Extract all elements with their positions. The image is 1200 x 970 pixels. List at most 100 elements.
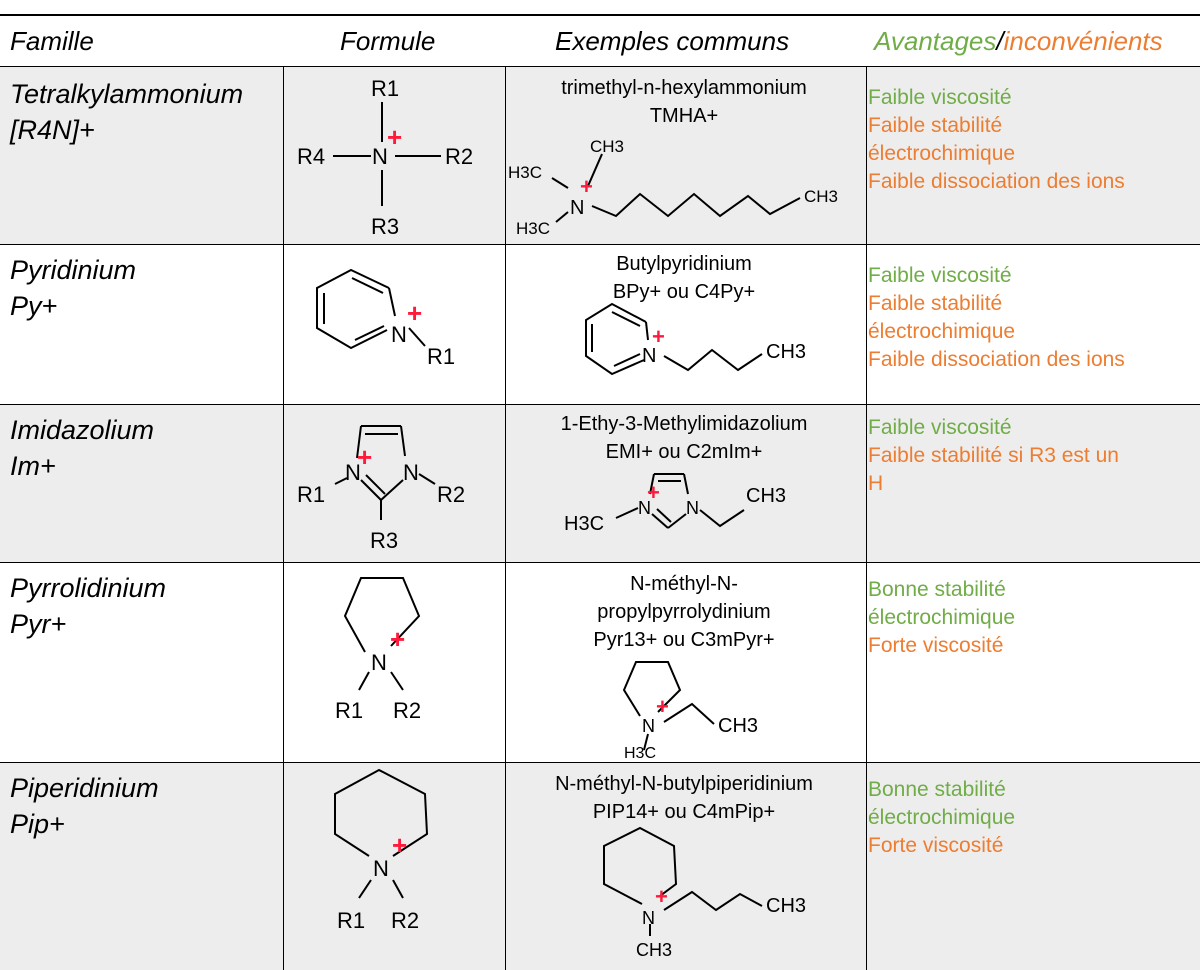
advantage-item: Faible viscosité	[868, 86, 1012, 109]
disadvantage-item: Faible dissociation des ions	[868, 170, 1125, 193]
charge-plus: +	[392, 830, 407, 860]
label-h3c: H3C	[508, 163, 542, 182]
label-ch3: CH3	[718, 715, 758, 737]
example-line: 1-Ethy-3-Methylimidazolium	[560, 413, 808, 435]
charge-plus: +	[656, 694, 669, 719]
label-ch3: CH3	[804, 187, 838, 206]
advantage-item: Faible viscosité	[868, 264, 1012, 287]
family-formula: [R4N]+	[10, 115, 95, 145]
disadvantage-item: électrochimique	[868, 320, 1016, 343]
label-n: N	[642, 345, 656, 367]
advantage-item: Bonne stabilité	[868, 778, 1006, 801]
imidazolium-structure: N + N R1 R2 R3	[297, 425, 465, 553]
label-r2: R2	[445, 144, 473, 169]
charge-plus: +	[647, 480, 660, 505]
example-line: EMI+ ou C2mIm+	[605, 441, 763, 463]
example-line: TMHA+	[649, 105, 719, 127]
family-formula: Im+	[10, 451, 56, 481]
advantages-cell: Bonne stabilité électrochimique Forte vi…	[868, 776, 1198, 860]
example-line: trimethyl-n-hexylammonium	[561, 77, 807, 99]
advantage-item: électrochimique	[868, 806, 1016, 829]
example-line: Pyr13+ ou C3mPyr+	[593, 629, 775, 651]
example-line: Butylpyridinium	[616, 253, 752, 275]
disadvantage-item: H	[868, 472, 884, 495]
header-avantages: Avantages	[874, 26, 997, 56]
charge-plus: +	[390, 624, 405, 654]
label-r1: R1	[297, 482, 325, 507]
family-cell: Piperidinium Pip+	[10, 770, 159, 842]
label-r3: R3	[371, 214, 399, 239]
label-r1: R1	[427, 344, 455, 369]
row-divider	[0, 562, 1200, 563]
label-ch3: CH3	[590, 137, 624, 156]
label-n: N	[638, 498, 651, 518]
table-row	[0, 762, 1200, 970]
advantages-cell: Faible viscosité Faible stabilité électr…	[868, 84, 1198, 196]
family-name: Tetralkylammonium	[10, 79, 244, 109]
header-slash: /	[996, 26, 1004, 56]
header-exemples: Exemples communs	[555, 26, 790, 56]
column-divider	[505, 66, 506, 970]
disadvantage-item: Faible dissociation des ions	[868, 348, 1125, 371]
label-r4: R4	[297, 144, 325, 169]
table-row	[0, 244, 1200, 404]
advantages-cell: Faible viscosité Faible stabilité électr…	[868, 262, 1198, 374]
label-h3c: H3C	[516, 219, 550, 238]
example-cell: N-méthyl-N- propylpyrrolydinium Pyr13+ o…	[506, 570, 862, 654]
label-r1: R1	[371, 76, 399, 101]
family-cell: Pyridinium Py+	[10, 252, 136, 324]
charge-plus: +	[652, 324, 665, 349]
label-n: N	[371, 650, 387, 675]
advantage-item: Faible viscosité	[868, 416, 1012, 439]
label-r2: R2	[437, 482, 465, 507]
header-formule: Formule	[340, 26, 436, 56]
family-formula: Pyr+	[10, 609, 67, 639]
label-n: N	[373, 856, 389, 881]
example-line: N-méthyl-N-	[630, 573, 738, 595]
charge-plus: +	[407, 298, 422, 328]
header-inconvenients: inconvénients	[1003, 26, 1163, 56]
label-n: N	[345, 460, 361, 485]
example-line: PIP14+ ou C4mPip+	[592, 801, 776, 823]
label-h3c: H3C	[564, 513, 604, 535]
label-n: N	[686, 498, 699, 518]
butylpyridinium-structure: N + CH3	[585, 302, 806, 376]
pyridinium-structure: N + R1	[316, 268, 455, 369]
family-cell: Pyrrolidinium Pyr+	[10, 570, 166, 642]
label-ch3: CH3	[636, 940, 672, 960]
advantages-cell: Bonne stabilité électrochimique Forte vi…	[868, 576, 1198, 660]
disadvantage-item: Forte viscosité	[868, 634, 1004, 657]
header-avantages-inconvenients: Avantages/inconvénients	[874, 16, 1163, 66]
advantages-cell: Faible viscosité Faible stabilité si R3 …	[868, 414, 1198, 498]
label-r2: R2	[391, 908, 419, 933]
charge-plus: +	[580, 174, 593, 199]
family-cell: Imidazolium Im+	[10, 412, 154, 484]
family-cell: Tetralkylammonium [R4N]+	[10, 76, 243, 148]
tetralkylammonium-structure: R1 R4 N + R2 R3	[297, 76, 473, 239]
header-famille: Famille	[10, 26, 94, 56]
family-formula: Pip+	[10, 809, 65, 839]
charge-plus: +	[387, 122, 402, 152]
row-divider	[0, 404, 1200, 405]
table-row	[0, 66, 1200, 244]
example-line: BPy+ ou C4Py+	[612, 281, 756, 303]
disadvantage-item: Faible stabilité	[868, 114, 1003, 137]
disadvantage-item: Faible stabilité si R3 est un	[868, 444, 1119, 467]
label-ch3: CH3	[766, 895, 806, 917]
label-r1: R1	[335, 698, 363, 723]
table-row	[0, 404, 1200, 562]
example-line: N-méthyl-N-butylpiperidinium	[555, 773, 813, 795]
disadvantage-item: électrochimique	[868, 142, 1016, 165]
advantage-item: Bonne stabilité	[868, 578, 1006, 601]
disadvantage-item: Faible stabilité	[868, 292, 1003, 315]
label-n: N	[642, 716, 655, 736]
charge-plus: +	[655, 884, 668, 909]
label-r1: R1	[337, 908, 365, 933]
label-n: N	[642, 908, 655, 928]
family-name: Pyrrolidinium	[10, 573, 167, 603]
advantage-item: électrochimique	[868, 606, 1016, 629]
label-r3: R3	[370, 528, 398, 553]
family-name: Imidazolium	[10, 415, 155, 445]
label-r2: R2	[393, 698, 421, 723]
label-h3c: H3C	[624, 745, 656, 762]
